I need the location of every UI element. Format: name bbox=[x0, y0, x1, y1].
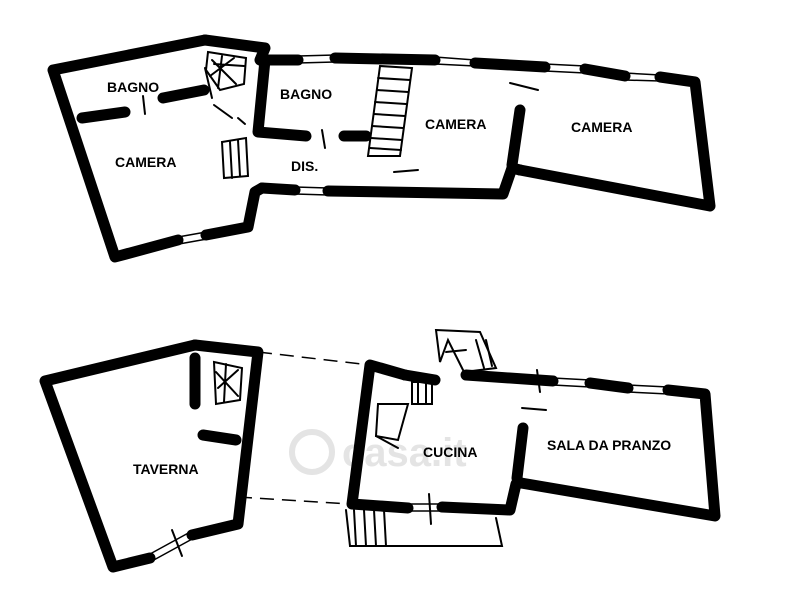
room-label-cucina: CUCINA bbox=[423, 444, 477, 460]
wall-upper-left bbox=[47, 34, 211, 263]
door-taverna bbox=[171, 529, 183, 557]
room-label-sala: SALA DA PRANZO bbox=[547, 437, 671, 453]
wall-interior-camera bbox=[506, 104, 526, 171]
upper-doors bbox=[142, 67, 539, 173]
wall-upper-top-e bbox=[514, 71, 716, 212]
wall-sala-right bbox=[515, 384, 721, 522]
wall-upper-top-d bbox=[579, 63, 631, 82]
watermark-logo-icon bbox=[289, 429, 335, 475]
room-label-camera-left: CAMERA bbox=[115, 154, 176, 170]
wall-sala-top bbox=[584, 377, 634, 394]
room-labels: BAGNO CAMERA BAGNO DIS. CAMERA CAMERA TA… bbox=[107, 79, 671, 477]
small-stair-upper bbox=[220, 136, 250, 180]
wall-upper-top-b bbox=[329, 52, 441, 66]
wall-cucina-top bbox=[399, 369, 441, 386]
entrance-steps-top bbox=[434, 328, 498, 374]
window-taverna bbox=[149, 530, 195, 562]
door-cucina-bottom bbox=[428, 493, 432, 525]
room-label-camera-right: CAMERA bbox=[571, 119, 632, 135]
upper-windows bbox=[177, 54, 661, 245]
wall-cucina-top-b bbox=[460, 369, 559, 387]
door-cucina-left bbox=[375, 435, 399, 449]
wall-upper-bottom-b bbox=[322, 162, 526, 200]
spiral-stair-lower bbox=[212, 360, 244, 406]
wall-upper-left-bottom bbox=[200, 182, 268, 241]
wall-cucina-interior bbox=[511, 422, 529, 484]
wall-interior-bagno bbox=[76, 106, 131, 124]
wall-taverna bbox=[39, 339, 201, 573]
wall-cucina-bottom bbox=[436, 477, 527, 516]
room-label-dis: DIS. bbox=[291, 158, 318, 174]
wall-taverna-top bbox=[186, 339, 264, 541]
wall-upper-top-c bbox=[469, 57, 551, 73]
lower-windows bbox=[408, 377, 669, 512]
lower-floor bbox=[39, 328, 721, 573]
entrance-steps-bottom bbox=[345, 509, 504, 547]
straight-stair bbox=[366, 64, 414, 157]
wall-interior-bagno-b bbox=[157, 84, 210, 104]
wall-taverna-interior-b bbox=[197, 429, 242, 446]
room-label-camera-center: CAMERA bbox=[425, 116, 486, 132]
wall-upper-bottom-a bbox=[256, 182, 301, 196]
upper-floor bbox=[47, 34, 716, 263]
small-stair-lower bbox=[374, 381, 433, 442]
door-sala bbox=[536, 369, 541, 393]
room-label-bagno-left: BAGNO bbox=[107, 79, 159, 95]
room-label-bagno-center: BAGNO bbox=[280, 86, 332, 102]
door-cucina bbox=[521, 407, 547, 411]
room-label-taverna: TAVERNA bbox=[133, 461, 199, 477]
dashed-connectors bbox=[237, 351, 371, 505]
wall-interior-vertical bbox=[252, 54, 312, 142]
wall-cucina bbox=[346, 359, 414, 514]
spiral-stair-upper bbox=[204, 50, 248, 92]
